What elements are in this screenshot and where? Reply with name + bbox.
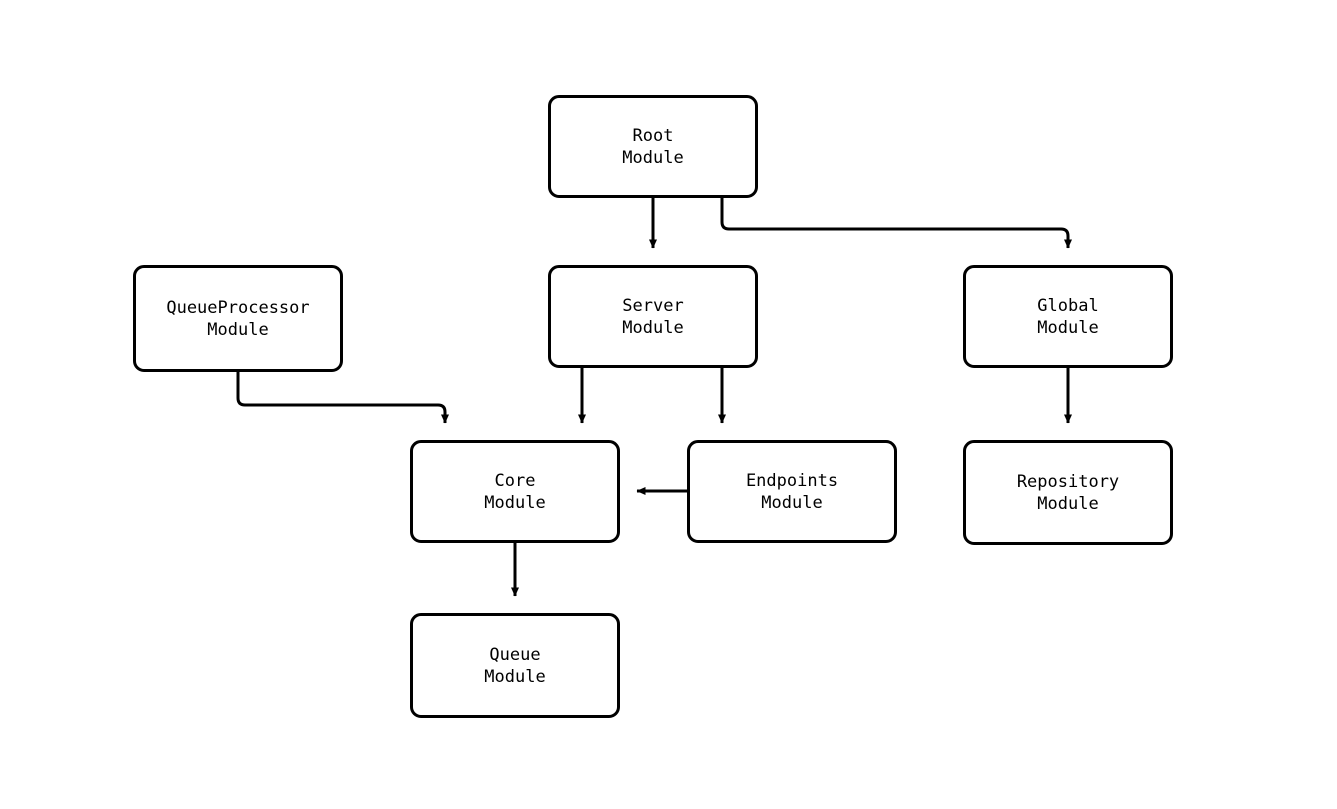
node-core-label-line2: Module	[484, 492, 546, 513]
node-queue-label-line1: Queue	[489, 644, 541, 665]
node-queue[interactable]: Queue Module	[410, 613, 620, 718]
node-root-label-line1: Root	[632, 125, 674, 146]
edge-root-to-global	[720, 198, 1072, 249]
node-endpoints[interactable]: Endpoints Module	[687, 440, 897, 543]
node-repository-label-line1: Repository	[1016, 471, 1120, 492]
node-core[interactable]: Core Module	[410, 440, 620, 543]
node-queueprocessor-label-line1: QueueProcessor	[166, 297, 310, 318]
node-endpoints-label-line2: Module	[761, 492, 823, 513]
node-endpoints-label-line1: Endpoints	[745, 470, 839, 491]
node-server[interactable]: Server Module	[548, 265, 758, 368]
node-root-label-line2: Module	[622, 147, 684, 168]
node-queueprocessor-label-line2: Module	[207, 319, 269, 340]
node-core-label-line1: Core	[494, 470, 536, 491]
edge-queueprocessor-to-core	[236, 372, 449, 424]
node-server-label-line1: Server	[622, 295, 684, 316]
node-queueprocessor[interactable]: QueueProcessor Module	[133, 265, 343, 372]
node-repository[interactable]: Repository Module	[963, 440, 1173, 545]
node-repository-label-line2: Module	[1037, 493, 1099, 514]
node-global-label-line2: Module	[1037, 317, 1099, 338]
node-global[interactable]: Global Module	[963, 265, 1173, 368]
node-queue-label-line2: Module	[484, 666, 546, 687]
node-root[interactable]: Root Module	[548, 95, 758, 198]
node-server-label-line2: Module	[622, 317, 684, 338]
node-global-label-line1: Global	[1037, 295, 1099, 316]
